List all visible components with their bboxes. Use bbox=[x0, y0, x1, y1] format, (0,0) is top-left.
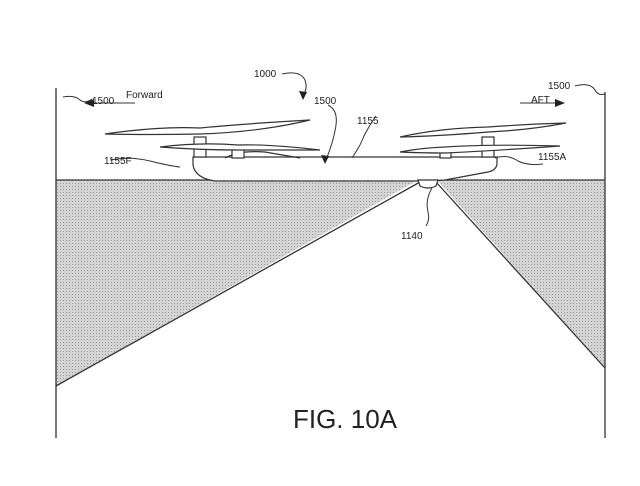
label-forward: Forward bbox=[126, 90, 163, 101]
beam-right bbox=[435, 181, 606, 369]
arrow-forward-icon bbox=[84, 99, 94, 107]
drone-body bbox=[192, 156, 498, 182]
label-camera: 1140 bbox=[401, 231, 423, 242]
propeller-aft-lower bbox=[399, 144, 561, 154]
drone bbox=[104, 119, 567, 189]
propeller-front-upper bbox=[104, 119, 311, 136]
label-aft: AFT bbox=[531, 95, 550, 106]
propeller-aft-upper bbox=[399, 122, 567, 138]
label-body: 1155 bbox=[357, 116, 379, 127]
label-surface-left: 1500 bbox=[92, 96, 115, 107]
label-body-aft: 1155A bbox=[538, 152, 567, 163]
shaded-region-left bbox=[56, 180, 418, 386]
label-device: 1000 bbox=[254, 69, 277, 80]
arrow-aft-icon bbox=[555, 99, 565, 107]
label-body-forward: 1155F bbox=[104, 156, 132, 167]
beam-left bbox=[55, 181, 421, 387]
figure-caption: FIG. 10A bbox=[293, 404, 398, 434]
label-surface-right: 1500 bbox=[548, 81, 571, 92]
propeller-front-lower bbox=[159, 143, 321, 151]
camera bbox=[417, 179, 439, 189]
arrow-1500-icon bbox=[321, 155, 329, 164]
arrow-1000-icon bbox=[299, 91, 307, 100]
label-surface-center: 1500 bbox=[314, 96, 337, 107]
